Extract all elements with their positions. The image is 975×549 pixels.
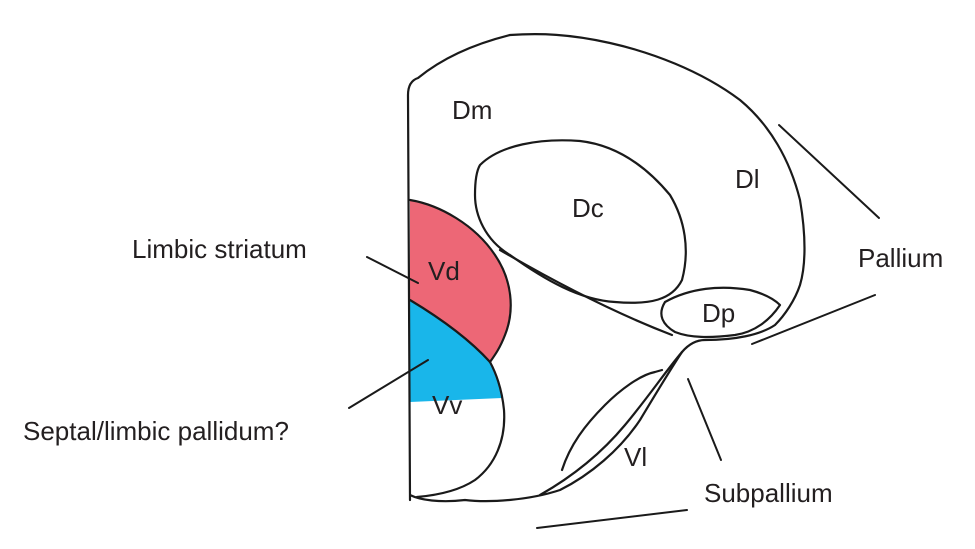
vv-outline bbox=[415, 360, 506, 499]
vl-label: Vl bbox=[624, 442, 647, 472]
limbic-striatum-label: Limbic striatum bbox=[132, 234, 307, 264]
vl-inner-line bbox=[560, 368, 664, 472]
subpallium-label: Subpallium bbox=[704, 478, 833, 508]
vd-region-fill bbox=[410, 200, 511, 362]
vv-region-fill bbox=[410, 300, 502, 402]
subpallium-lower-leader bbox=[536, 509, 688, 529]
dp-label: Dp bbox=[702, 298, 735, 328]
vl-outer-line bbox=[538, 350, 684, 497]
septal-pallidum-leader bbox=[348, 359, 429, 409]
pallium-lower-leader bbox=[751, 294, 876, 345]
vv-label: Vv bbox=[432, 390, 462, 420]
pallium-upper-leader bbox=[778, 124, 880, 219]
pallium-label: Pallium bbox=[858, 243, 943, 273]
dm-label: Dm bbox=[452, 95, 492, 125]
vd-label: Vd bbox=[428, 256, 460, 286]
subpallium-upper-leader bbox=[687, 378, 722, 461]
telencephalon-outline bbox=[406, 33, 806, 503]
dl-label: Dl bbox=[735, 164, 760, 194]
dc-outline bbox=[473, 139, 687, 304]
dp-outline bbox=[660, 286, 782, 339]
vd-vv-border bbox=[408, 298, 492, 364]
vd-outline bbox=[408, 198, 512, 364]
dc-label: Dc bbox=[572, 193, 604, 223]
septal-pallidum-label: Septal/limbic pallidum? bbox=[23, 416, 289, 446]
dc-v-boundary bbox=[498, 248, 674, 337]
limbic-striatum-leader bbox=[366, 256, 419, 284]
